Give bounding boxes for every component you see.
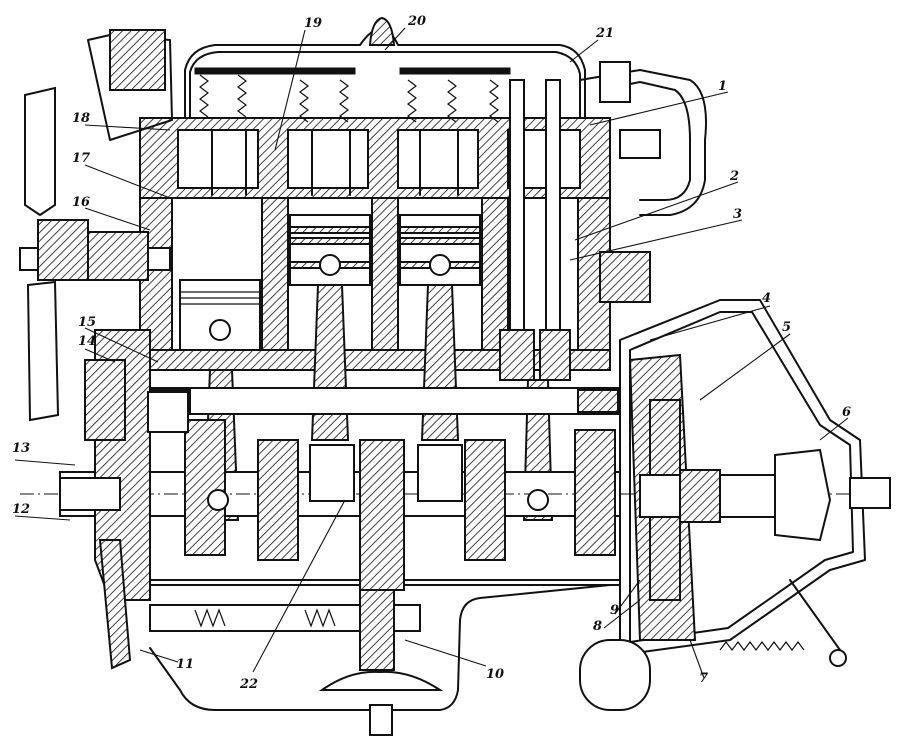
cylinder-head — [139, 117, 611, 199]
callout-9: 9 — [610, 603, 619, 618]
callout-16: 16 — [72, 195, 90, 210]
crankshaft — [20, 419, 890, 591]
oil-system — [149, 584, 611, 736]
callout-1: 1 — [718, 79, 727, 94]
callout-20: 20 — [407, 14, 426, 29]
callout-21: 21 — [595, 26, 614, 41]
callout-8: 8 — [593, 619, 602, 634]
callout-leaders — [14, 27, 849, 679]
clutch-housing — [579, 299, 891, 711]
cylinder-block — [139, 197, 611, 371]
front-gearing — [59, 329, 189, 670]
valve-cover — [184, 16, 586, 121]
push-rods — [499, 79, 571, 381]
callout-19: 19 — [304, 16, 322, 31]
exhaust-manifold — [579, 61, 707, 303]
callout-3: 3 — [733, 207, 742, 222]
callout-7: 7 — [699, 671, 708, 686]
callout-14: 14 — [78, 334, 96, 349]
callout-2: 2 — [729, 169, 739, 184]
callout-10: 10 — [486, 667, 504, 682]
fan-and-pulley — [19, 29, 173, 422]
callout-22: 22 — [239, 677, 258, 692]
callout-labels: 1 2 3 4 5 6 7 8 9 10 11 12 13 14 15 16 1… — [12, 14, 851, 692]
callout-15: 15 — [78, 315, 96, 330]
callout-13: 13 — [12, 441, 30, 456]
valve-train — [194, 67, 511, 196]
callout-4: 4 — [762, 291, 771, 306]
callout-11: 11 — [176, 657, 194, 672]
callout-6: 6 — [842, 405, 851, 420]
callout-12: 12 — [12, 502, 30, 517]
camshaft — [149, 387, 621, 415]
callout-18: 18 — [72, 111, 90, 126]
callout-17: 17 — [72, 151, 90, 166]
callout-5: 5 — [782, 320, 791, 335]
